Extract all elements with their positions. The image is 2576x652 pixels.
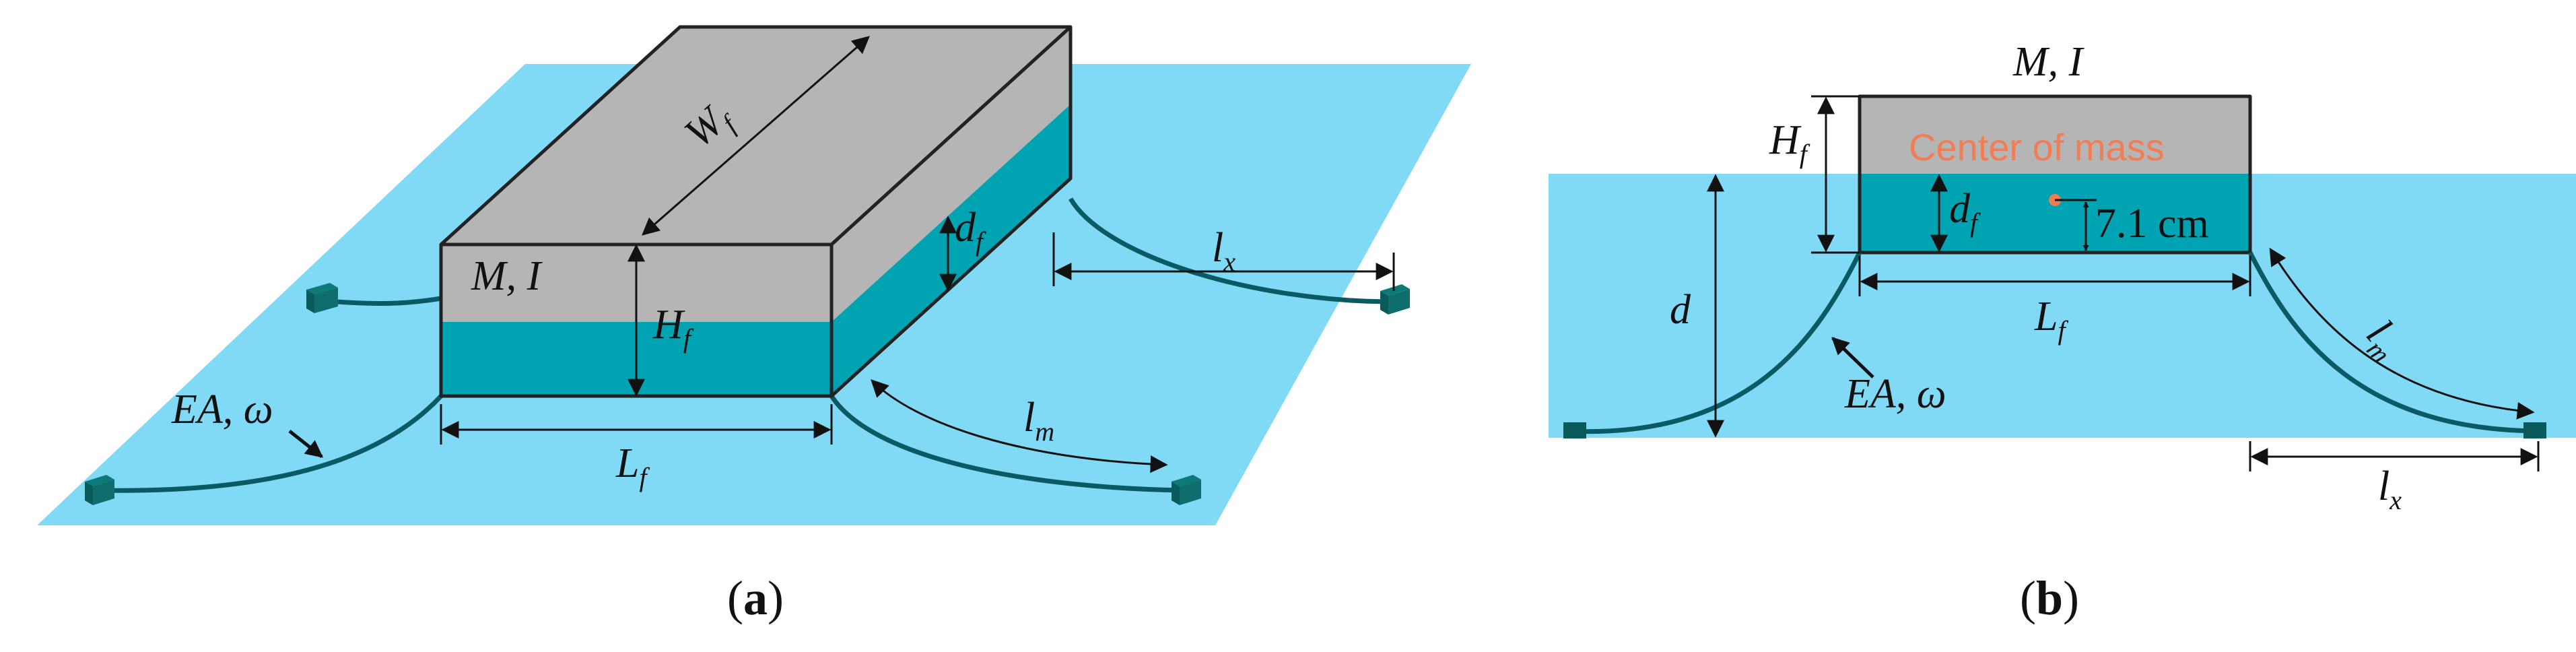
- depth-label: d: [1670, 287, 1691, 333]
- mass-inertia-label: M, I: [471, 253, 543, 299]
- caption-b: (b): [2020, 571, 2079, 625]
- box-side-face-above-water: [832, 27, 1071, 322]
- anchor-front-right: [1172, 475, 1201, 505]
- hull-submerged: [1860, 174, 2250, 253]
- caption-a: (a): [727, 571, 784, 625]
- panel-a-isometric-view: M, I Wf Hf df Lf lx lm EA, ω (a): [37, 25, 1471, 625]
- stiffness-label: EA, ω: [171, 387, 273, 432]
- height-dimension: [1811, 95, 1860, 254]
- anchor-front-left: [85, 475, 114, 505]
- com-offset-dimension: [2055, 199, 2097, 251]
- mooring-length-dimension-arrow: [2269, 247, 2535, 420]
- mooring-length-dimension-arrow: [871, 379, 1168, 474]
- com-offset-label: 7.1 cm: [2095, 201, 2209, 247]
- mooring-length-label: lm: [1023, 395, 1054, 447]
- mooring-line-back-left: [336, 296, 442, 306]
- span-label: lx: [2378, 463, 2402, 515]
- center-of-mass-label: Center of mass: [1909, 126, 2165, 168]
- anchor-back-right: [1380, 284, 1410, 315]
- mass-inertia-label: M, I: [2012, 39, 2085, 85]
- mooring-line-left: [1568, 251, 1862, 434]
- length-dimension: [1858, 256, 2251, 296]
- height-label: Hf: [1769, 117, 1810, 169]
- mooring-line-front-left: [100, 394, 443, 493]
- anchor-back-left: [306, 283, 338, 313]
- anchor-left: [1563, 422, 1586, 438]
- hull-outline: [1858, 94, 2252, 255]
- width-dimension-arrow: [642, 36, 870, 236]
- stiffness-label: EA, ω: [1844, 371, 1946, 417]
- panel-b-side-view: M, I Hf Center of mass df 7.1 cm Lf d EA…: [1549, 39, 2576, 625]
- draft-label: df: [1949, 186, 1981, 238]
- anchor-right: [2523, 422, 2546, 438]
- span-dimension: [2249, 441, 2540, 471]
- stiffness-leader-arrow: [1831, 337, 1874, 379]
- hull-above-water: [1860, 96, 2250, 174]
- length-dimension: [440, 404, 833, 445]
- span-label: lx: [1212, 225, 1235, 277]
- stiffness-leader-arrow: [288, 430, 324, 458]
- span-dimension: [1052, 232, 1395, 291]
